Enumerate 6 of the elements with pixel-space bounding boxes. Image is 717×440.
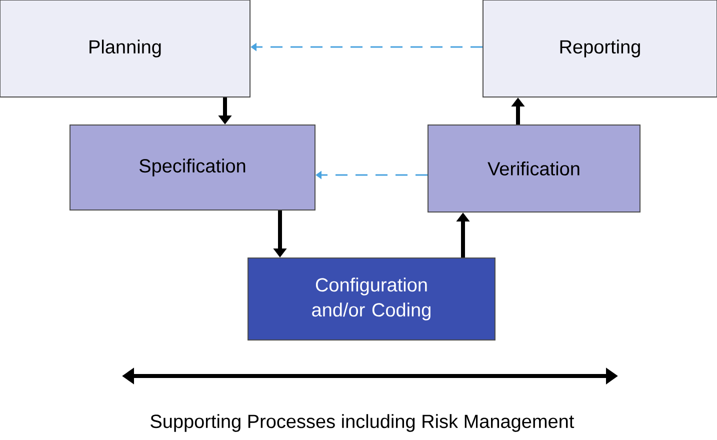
process-box: Reporting (482, 0, 717, 98)
process-box: Configuration and/or Coding (248, 258, 496, 340)
process-box: Planning (0, 0, 250, 98)
process-box: Verification (428, 124, 640, 212)
caption-text: Supporting Processes including Risk Management (150, 414, 574, 432)
process-box: Specification (70, 124, 316, 210)
